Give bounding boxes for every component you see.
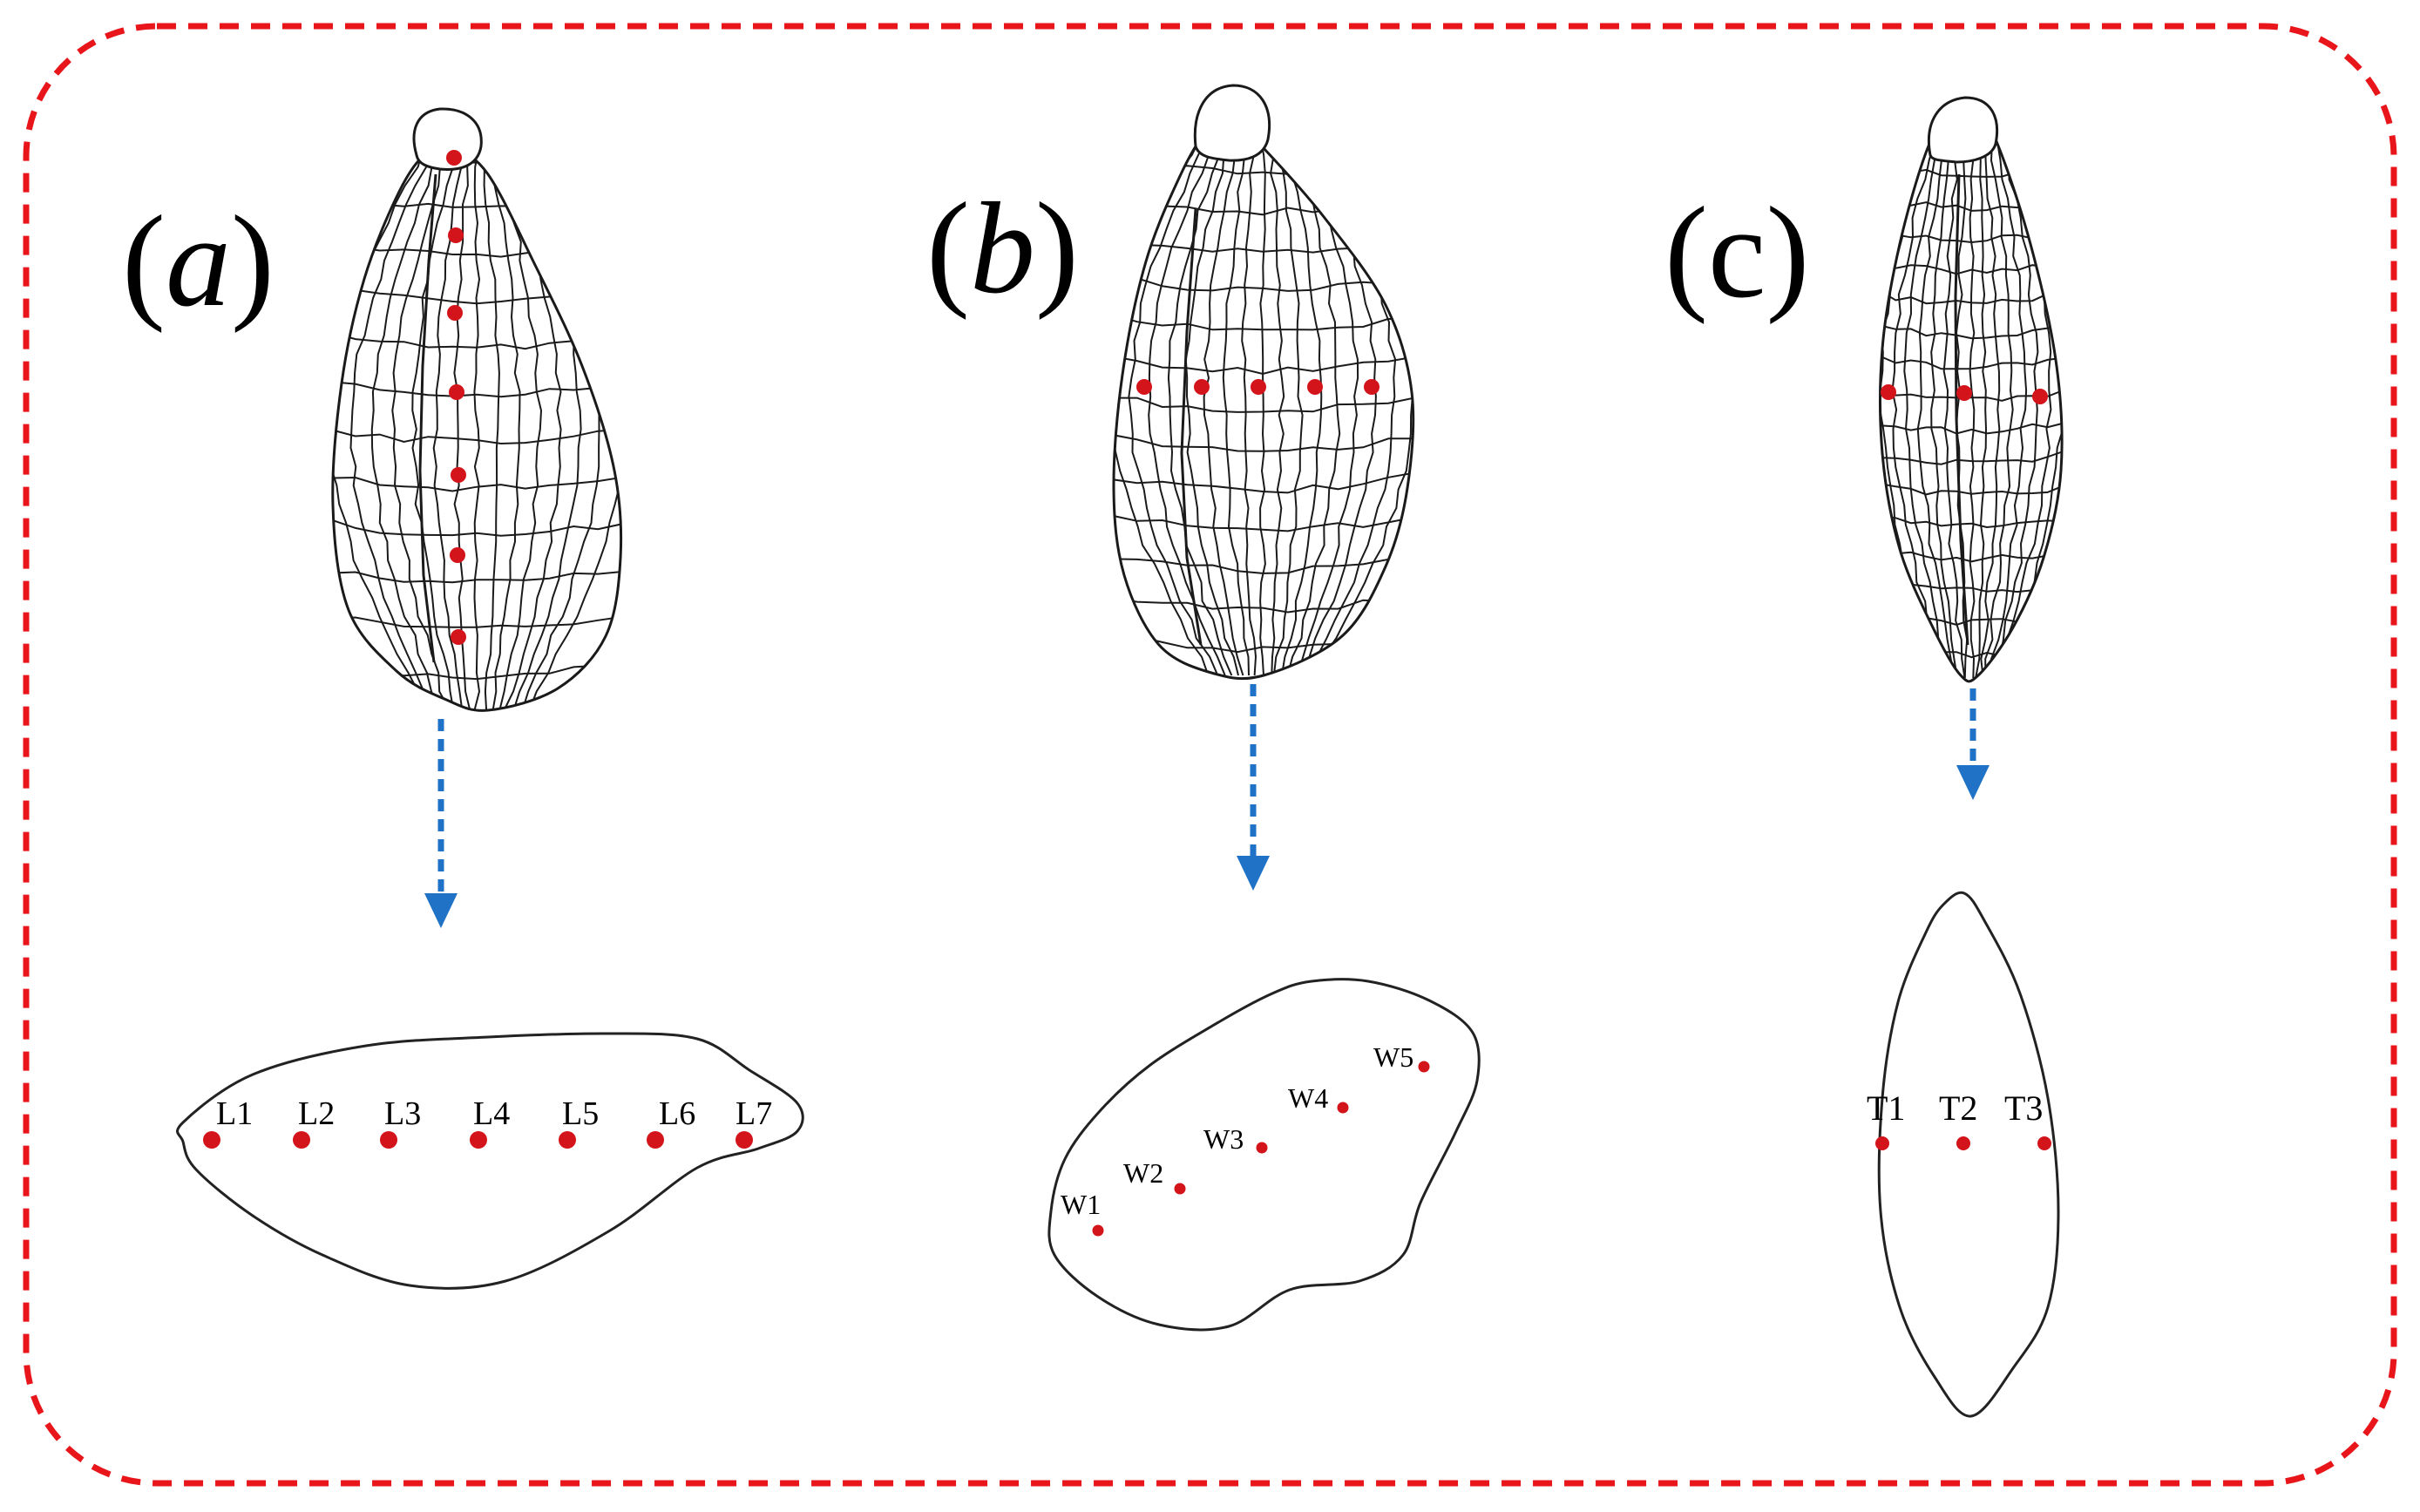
cross-section-outline-c (1877, 891, 2060, 1418)
section-point-3 (1256, 1142, 1268, 1154)
grain-point-5 (451, 467, 466, 483)
grain-point-3 (1251, 379, 1266, 395)
section-point-7 (735, 1131, 753, 1149)
grain-point-6 (450, 547, 465, 563)
panel-a: (a) L1 L2 L3 L4 L5 L6 L7 (122, 107, 804, 1290)
section-point-1 (1875, 1136, 1889, 1150)
point-label-w3: W3 (1203, 1123, 1244, 1155)
section-point-3 (2037, 1136, 2051, 1150)
point-label-w4: W4 (1288, 1082, 1328, 1114)
grain-tip (1928, 96, 1999, 164)
grain-points-c (1881, 384, 2048, 404)
panel-b: (b) W1 W2 W3 W4 W5 (926, 84, 1481, 1332)
grain-tip (412, 107, 483, 171)
section-point-4 (1337, 1102, 1349, 1114)
grain-point-1 (1881, 384, 1896, 400)
down-arrow-b (1237, 684, 1270, 891)
point-label-l6: L6 (659, 1095, 695, 1132)
section-labels-a: L1 L2 L3 L4 L5 L6 L7 (216, 1095, 772, 1132)
section-point-3 (380, 1131, 397, 1149)
grain-point-1 (446, 150, 462, 166)
down-arrow-c (1956, 688, 1990, 800)
grain-point-1 (1136, 379, 1152, 395)
section-labels-c: T1 T2 T3 (1867, 1088, 2043, 1128)
grain-point-2 (1956, 385, 1972, 401)
section-point-2 (293, 1131, 310, 1149)
section-points-c (1875, 1136, 2051, 1150)
grain-point-7 (451, 629, 466, 645)
grain-tip (1193, 84, 1271, 162)
grain-point-2 (1194, 379, 1210, 395)
point-label-l1: L1 (216, 1095, 253, 1132)
section-labels-b: W1 W2 W3 W4 W5 (1061, 1041, 1413, 1220)
panel-label-a: (a) (122, 189, 275, 334)
point-label-w1: W1 (1061, 1189, 1101, 1220)
dashed-frame (23, 23, 2397, 1487)
section-point-1 (1092, 1224, 1104, 1237)
point-label-l5: L5 (562, 1095, 599, 1132)
point-label-w2: W2 (1123, 1157, 1163, 1189)
arrow-head (1956, 765, 1990, 800)
cross-section-outline-b (1047, 978, 1481, 1332)
panel-label-b: (b) (926, 176, 1079, 321)
arrow-head (1237, 856, 1270, 891)
section-point-5 (1418, 1061, 1430, 1073)
section-point-4 (470, 1131, 487, 1149)
cross-section-outline-a (176, 1032, 804, 1290)
grain-mesh-a (331, 107, 623, 712)
point-label-t2: T2 (1939, 1088, 1977, 1128)
section-point-6 (647, 1131, 664, 1149)
point-label-l4: L4 (473, 1095, 510, 1132)
section-point-1 (203, 1131, 220, 1149)
grain-points-b (1136, 379, 1379, 395)
section-points-b (1092, 1061, 1430, 1237)
grain-point-4 (449, 384, 464, 400)
grain-outline (1112, 115, 1415, 681)
section-points-a (203, 1131, 753, 1149)
point-label-w5: W5 (1373, 1041, 1413, 1073)
grain-point-3 (2032, 389, 2048, 404)
point-label-l2: L2 (298, 1095, 335, 1132)
grain-points-a (446, 150, 466, 645)
section-point-5 (559, 1131, 576, 1149)
point-label-t3: T3 (2004, 1088, 2043, 1128)
point-label-l3: L3 (384, 1095, 421, 1132)
grain-point-4 (1307, 379, 1323, 395)
point-label-t1: T1 (1867, 1088, 1905, 1128)
grain-point-3 (447, 305, 463, 321)
point-label-l7: L7 (735, 1095, 772, 1132)
section-point-2 (1174, 1183, 1186, 1195)
grain-point-5 (1364, 379, 1379, 395)
section-point-2 (1956, 1136, 1970, 1150)
grain-point-2 (448, 227, 464, 243)
panel-c: (c) T1 T2 T3 (1664, 96, 2064, 1418)
down-arrow-a (424, 719, 458, 928)
panel-label-c: (c) (1664, 180, 1809, 325)
arrow-head (424, 893, 458, 928)
